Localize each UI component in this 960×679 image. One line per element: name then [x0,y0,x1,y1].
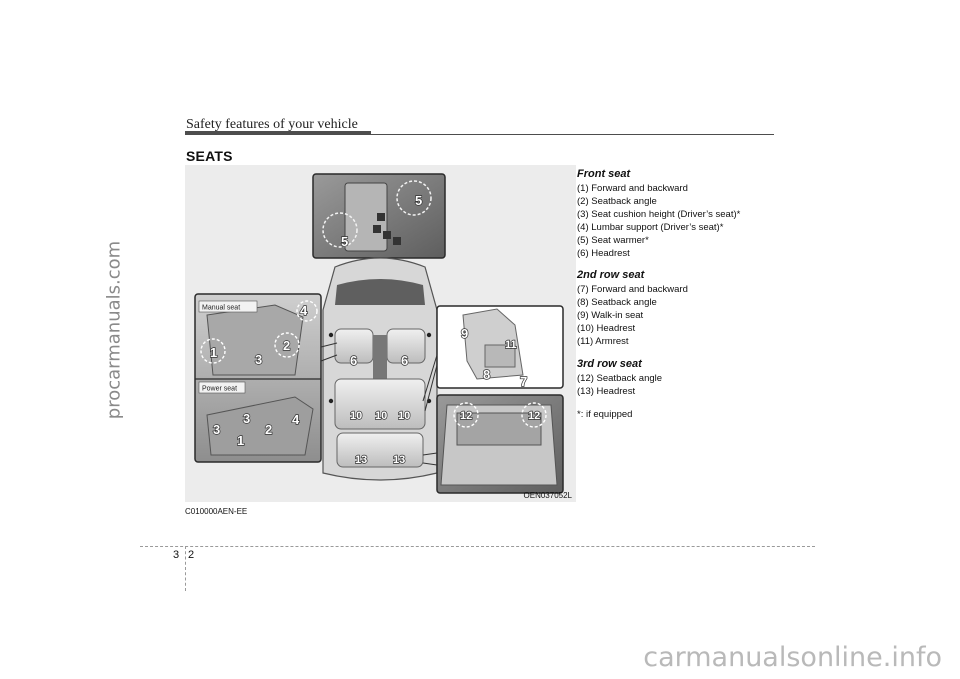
figure-callouts: 5 5 6 6 10 10 10 13 13 1 2 3 4 3 3 1 2 4… [209,192,541,466]
second-item-8: (8) Seatback angle [577,297,657,309]
front-seat-heading: Front seat [577,168,631,180]
footnote: *: if equipped [577,408,633,420]
front-item-2: (2) Seatback angle [577,195,657,207]
callout-10-left: 10 [350,410,362,422]
callout-11: 11 [505,339,517,351]
seat-adjustments-legend: Front seat (1) Forward and backward (2) … [577,168,777,420]
bottom-watermark: carmanualsonline.info [643,642,942,673]
callout-9: 9 [461,326,468,341]
footer-rule [140,546,815,547]
front-item-1: (1) Forward and backward [577,183,688,194]
callout-10-center: 10 [375,410,387,422]
callout-4-power: 4 [292,412,300,427]
seats-illustration: Manual seat Power seat [185,165,576,502]
callout-10-right: 10 [398,410,410,422]
second-row-connector [422,354,438,412]
callout-2-power: 2 [265,422,272,437]
seat-control-panel: Manual seat Power seat [194,293,322,463]
callout-1-power: 1 [237,433,244,448]
page-number: 2 [188,549,195,561]
callout-12-left: 12 [460,410,472,422]
callout-1-manual: 1 [210,345,217,360]
callout-13-right: 13 [393,454,405,466]
third-row-heading: 3rd row seat [577,357,642,370]
callout-3-manual: 3 [255,352,262,367]
footer-vertical-rule [185,546,186,591]
chapter-number: 3 [173,549,180,561]
header-rule-thin [185,134,774,135]
second-item-9: (9) Walk-in seat [577,310,644,322]
callout-2-manual: 2 [283,338,290,353]
callout-6-left: 6 [350,353,357,368]
callout-6-right: 6 [401,353,408,368]
callout-13-left: 13 [355,454,367,466]
callout-3-power-left: 3 [213,422,220,437]
console-panel [312,173,446,259]
front-item-4: (4) Lumbar support (Driver’s seat)* [577,221,724,233]
callout-4-manual: 4 [300,303,308,318]
power-seat-label: Power seat [202,386,237,393]
vehicle-top-view [322,257,438,481]
second-item-11: (11) Armrest [577,336,629,348]
manual-seat-label: Manual seat [202,305,240,312]
front-item-5: (5) Seat warmer* [577,234,649,246]
third-row-panel [436,394,564,494]
callout-5-console-left: 5 [341,234,348,249]
front-item-3: (3) Seat cushion height (Driver’s seat)* [577,208,741,220]
third-item-13: (13) Headrest [577,385,636,397]
figure-code: OEN037052L [523,491,572,500]
second-row-heading: 2nd row seat [577,269,645,282]
callout-3-power-right: 3 [243,411,250,426]
third-item-12: (12) Seatback angle [577,372,663,384]
second-item-7: (7) Forward and backward [577,284,688,296]
section-title: SEATS [186,148,233,164]
third-row-connector [422,452,438,466]
callout-5-console-right: 5 [415,193,422,208]
chapter-header-title: Safety features of your vehicle [186,117,358,132]
side-watermark: procarmanuals.com [103,240,125,420]
front-item-6: (6) Headrest [577,247,630,259]
second-row-panel [436,305,564,389]
document-code: C010000AEN-EE [185,507,248,516]
seats-illustration-svg: Manual seat Power seat [194,173,564,494]
seat-panel-connector [320,342,338,362]
callout-8: 8 [483,367,490,382]
callout-12-right: 12 [528,410,540,422]
header-rule-thick [185,131,371,134]
callout-7: 7 [520,374,527,389]
second-item-10: (10) Headrest [577,323,636,335]
